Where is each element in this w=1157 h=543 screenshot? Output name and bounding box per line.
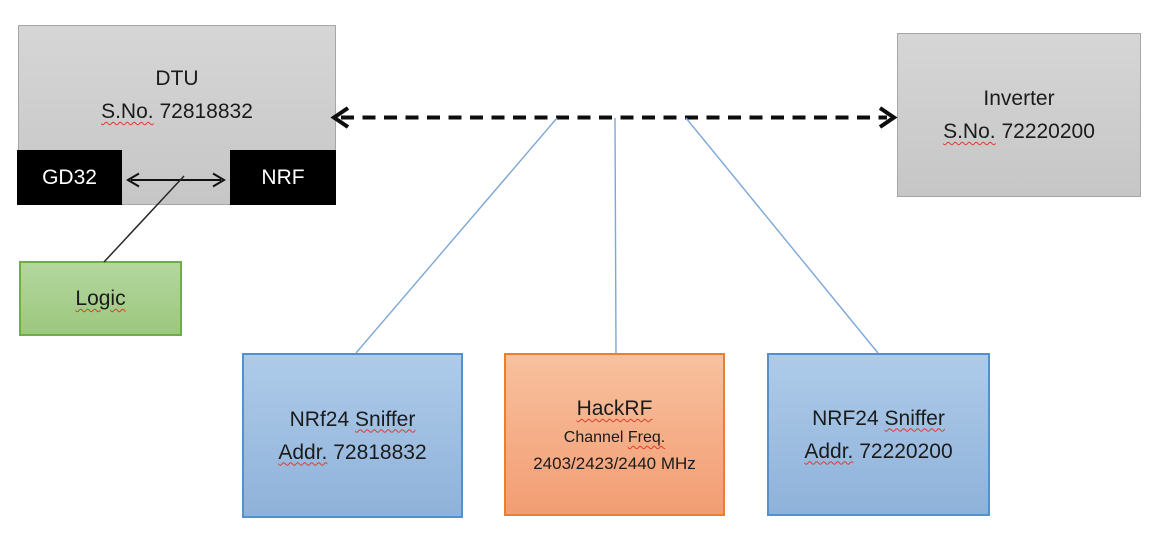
link-to-sniffer-right-line (685, 117, 879, 354)
logic-box: Logic (19, 261, 182, 336)
dtu-serial: S.No. 72818832 (101, 95, 253, 128)
sniffer-right-box: NRF24 Sniffer Addr. 72220200 (767, 353, 990, 516)
sniffer-left-addr-label: Addr. (278, 440, 328, 464)
sniffer-right-title: NRF24 Sniffer (812, 402, 945, 435)
sniffer-left-addr-number: 72818832 (333, 440, 427, 464)
hackrf-frequencies: 2403/2423/2440 MHz (533, 454, 696, 473)
gd32-chip: GD32 (17, 150, 122, 205)
sniffer-left-brand: NRf24 (289, 407, 350, 431)
logic-label: Logic (75, 287, 126, 310)
inverter-serial: S.No. 72220200 (943, 115, 1095, 148)
dtu-inverter-dashed-arrow (330, 106, 898, 129)
hackrf-freq-word: Freq. (627, 429, 666, 446)
sniffer-left-type: Sniffer (355, 407, 416, 431)
inverter-title: Inverter (983, 87, 1055, 110)
link-to-hackrf-line (614, 117, 617, 354)
hackrf-channel-word: Channel (563, 429, 624, 446)
inverter-serial-label: S.No. (943, 120, 996, 143)
hackrf-channel-freq: Channel Freq. (564, 425, 665, 451)
nrf-label: NRF (261, 165, 305, 189)
inverter-serial-number: 72220200 (1001, 120, 1095, 143)
sniffer-left-title: NRf24 Sniffer (290, 403, 416, 436)
link-to-sniffer-left-line (355, 117, 558, 354)
sniffer-right-brand: NRF24 (812, 406, 879, 430)
arrowhead-right-icon (878, 106, 898, 129)
sniffer-right-addr: Addr. 72220200 (804, 435, 952, 468)
hackrf-box: HackRF Channel Freq. 2403/2423/2440 MHz (504, 353, 725, 516)
gd32-label: GD32 (42, 165, 97, 189)
sniffer-left-addr: Addr. 72818832 (278, 436, 426, 469)
hackrf-title: HackRF (576, 397, 653, 420)
sniffer-right-addr-number: 72220200 (859, 439, 953, 463)
inverter-box: Inverter S.No. 72220200 (897, 33, 1141, 197)
dtu-title: DTU (155, 67, 199, 90)
sniffer-right-type: Sniffer (884, 406, 945, 430)
sniffer-right-addr-label: Addr. (804, 439, 854, 463)
arrowhead-left-icon (330, 106, 350, 129)
sniffer-left-box: NRf24 Sniffer Addr. 72818832 (242, 353, 463, 518)
dtu-serial-label: S.No. (101, 100, 154, 123)
dtu-serial-number: 72818832 (159, 100, 253, 123)
nrf-chip: NRF (230, 150, 336, 205)
